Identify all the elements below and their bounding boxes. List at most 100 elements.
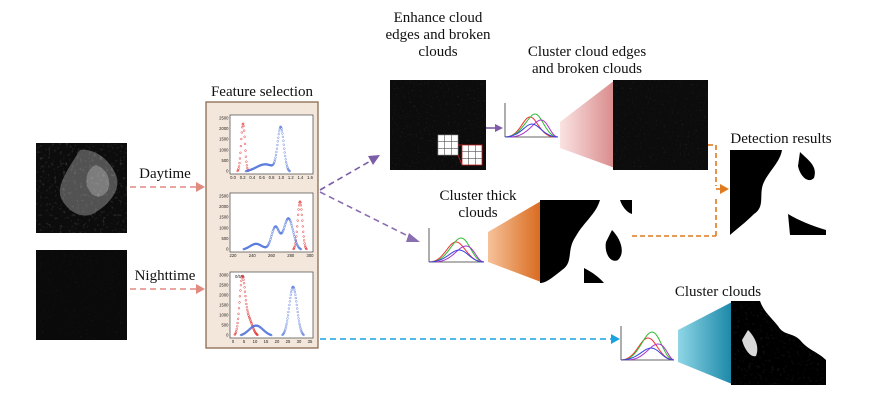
blue-series-point xyxy=(285,322,288,326)
blue-series-point xyxy=(286,166,289,169)
blue-series-point xyxy=(289,296,292,300)
red-series-point xyxy=(302,235,305,238)
nighttime-image xyxy=(36,250,127,340)
blue-series-point xyxy=(268,239,272,243)
red-series-point xyxy=(240,279,243,282)
x-tick-label: 240 xyxy=(249,253,257,258)
blue-series-point xyxy=(293,288,296,291)
red-series-point xyxy=(239,289,242,292)
red-series-point xyxy=(243,135,246,138)
blue-series-point xyxy=(274,153,278,157)
blue-series-point xyxy=(280,127,283,130)
blue-series-point xyxy=(295,242,298,245)
x-tick-label: 220 xyxy=(230,253,238,258)
feature-chart-1 xyxy=(229,114,314,175)
blue-series-point xyxy=(300,330,303,333)
red-series-point xyxy=(297,208,300,211)
x-tick-label: 0.2 xyxy=(240,175,246,180)
detection-results-title: Detection results xyxy=(730,131,832,147)
blue-series-point xyxy=(298,322,301,326)
x-tick-label: 10 xyxy=(253,339,258,344)
red-series-point xyxy=(295,230,298,233)
blue-series-point xyxy=(282,227,285,230)
daytime-label: Daytime xyxy=(139,166,191,182)
cluster-thick-funnel xyxy=(488,201,541,282)
enhance-title-line1: Enhance cloud xyxy=(393,10,483,26)
y-tick-label: 1000 xyxy=(219,313,229,318)
blue-series-point xyxy=(279,125,283,129)
blue-series-point xyxy=(270,333,273,337)
blue-series-point xyxy=(282,143,285,146)
x-tick-label: 0.8 xyxy=(269,175,275,180)
y-tick-label: 2000 xyxy=(219,204,229,209)
red-series-point xyxy=(235,330,238,333)
red-series-point xyxy=(250,323,254,326)
x-tick-label: 15 xyxy=(264,339,269,344)
blue-series-point xyxy=(271,230,274,233)
red-series-point xyxy=(236,317,240,320)
blue-series-point xyxy=(277,136,280,139)
y-tick-label: 1500 xyxy=(219,215,229,220)
blue-series-point xyxy=(281,135,285,138)
red-series-point xyxy=(243,286,246,289)
blue-series-point xyxy=(282,139,285,142)
red-series-point xyxy=(292,247,296,250)
feature-chart-2 xyxy=(229,192,314,253)
daytime-arrow xyxy=(130,182,205,192)
enhance-to-gmm-arrow xyxy=(486,124,503,132)
blue-series-point xyxy=(297,320,301,323)
blue-series-point xyxy=(296,314,300,317)
kernel-grid-icon xyxy=(437,134,483,166)
blue-series-point xyxy=(286,317,289,320)
cluster-thick-title-line1: Cluster thick xyxy=(439,188,517,204)
red-series-point xyxy=(242,278,245,281)
red-series-point xyxy=(303,242,306,245)
feature-chart-3 xyxy=(229,271,314,339)
red-series-point xyxy=(302,230,305,233)
x-tick-label: 0.6 xyxy=(259,175,265,180)
red-series-point xyxy=(256,333,259,337)
blue-series-point xyxy=(274,156,277,159)
blue-series-point xyxy=(290,290,293,294)
blue-series-point xyxy=(295,303,298,307)
red-series-point xyxy=(296,219,299,222)
red-series-point xyxy=(239,284,243,287)
blue-series-point xyxy=(281,230,285,233)
blue-series-point xyxy=(268,241,271,244)
red-series-point xyxy=(238,157,242,160)
blue-series-point xyxy=(284,327,287,330)
blue-series-point xyxy=(284,223,287,226)
blue-series-point xyxy=(279,125,282,128)
red-series-point xyxy=(244,299,248,302)
red-series-point xyxy=(245,164,249,167)
chart-legend-text: 0/5% xyxy=(235,274,245,279)
thick-cloud-mask-image xyxy=(540,200,632,283)
blue-series-point xyxy=(283,331,286,334)
red-series-point xyxy=(244,294,247,298)
blue-series-point xyxy=(280,129,284,132)
red-series-point xyxy=(299,204,303,207)
blue-series-point xyxy=(296,307,299,310)
red-series-point xyxy=(301,225,304,228)
red-series-point xyxy=(304,246,307,249)
blue-series-point xyxy=(284,325,288,328)
x-tick-label: 1.4 xyxy=(297,175,303,180)
cluster-edges-title-line2: and broken clouds xyxy=(532,61,642,77)
enhance-arrow xyxy=(319,155,380,191)
red-series-point xyxy=(245,302,248,306)
red-series-point xyxy=(242,122,245,125)
y-tick-label: 1000 xyxy=(219,225,229,230)
red-series-point xyxy=(237,312,240,315)
blue-series-point xyxy=(276,140,279,143)
blue-series-point xyxy=(289,293,292,296)
blue-series-point xyxy=(287,310,290,314)
y-tick-label: 1500 xyxy=(219,303,229,308)
blue-series-point xyxy=(288,303,291,307)
red-series-point xyxy=(242,282,246,285)
blue-series-point xyxy=(289,219,292,222)
blue-series-point xyxy=(283,151,286,154)
blue-series-point xyxy=(281,132,284,135)
red-series-point xyxy=(244,149,247,152)
blue-series-point xyxy=(284,160,288,164)
y-tick-label: 2500 xyxy=(219,116,229,121)
